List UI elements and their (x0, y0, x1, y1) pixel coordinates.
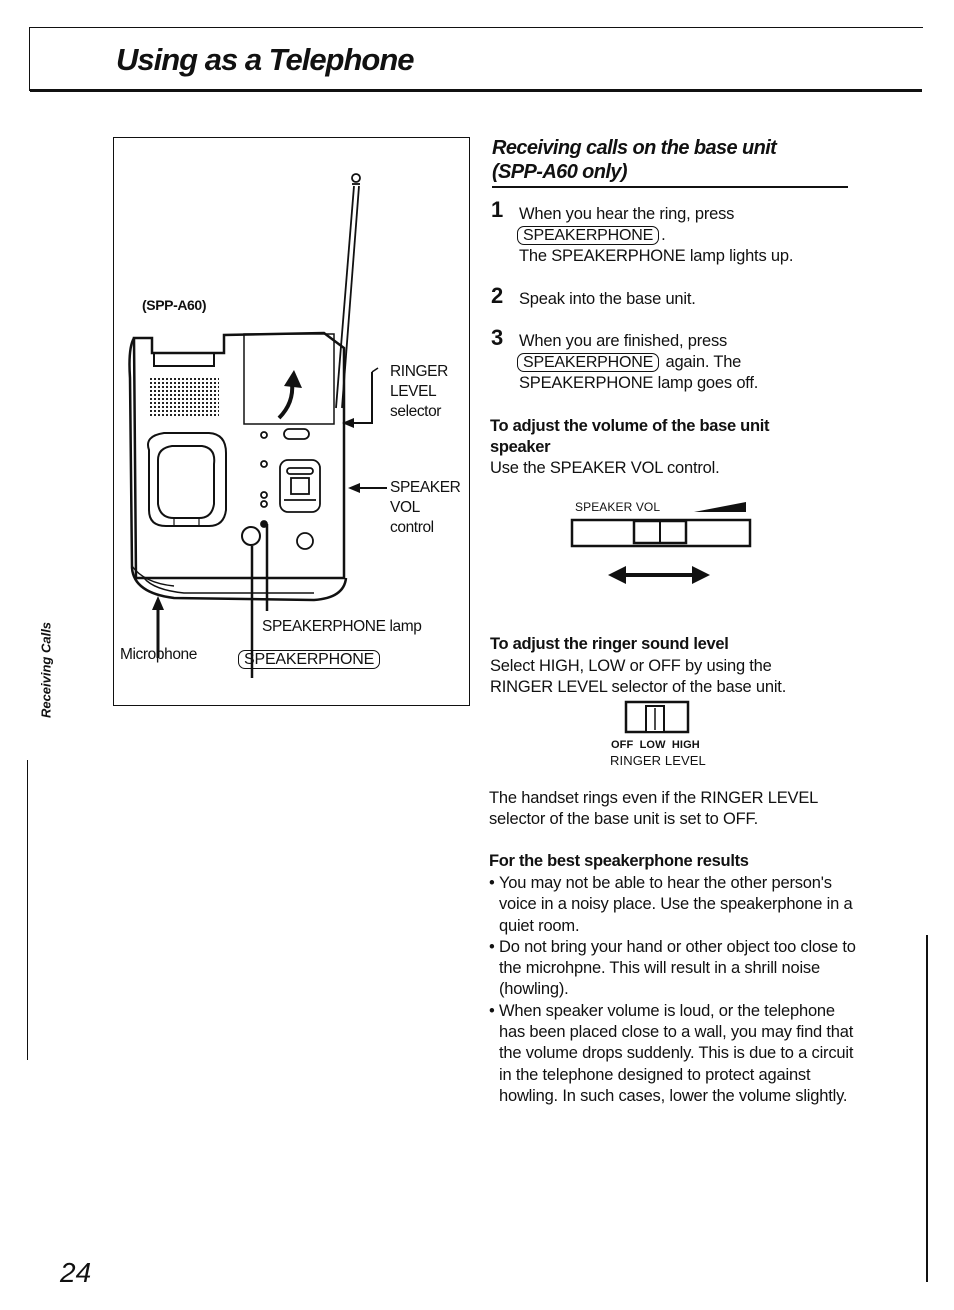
list-item: You may not be able to hear the other pe… (489, 873, 859, 937)
section-heading-underline (492, 186, 848, 188)
volume-text: Use the SPEAKER VOL control. (490, 459, 720, 477)
speaker-vol-control-label: SPEAKER VOL control (390, 479, 461, 536)
controls-drawing (241, 428, 321, 550)
speaker-vol-control-label: SPEAKER VOL (575, 500, 661, 514)
side-tab-label: Receiving Calls (38, 621, 54, 719)
microphone-label: Microphone (120, 646, 197, 663)
step-2-text: Speak into the base unit. (519, 290, 696, 308)
ringer-level-switch-icon[interactable] (624, 700, 694, 736)
step-number: 1 (491, 197, 504, 222)
speaker-vol-slider[interactable] (568, 498, 758, 588)
left-lower-rule (27, 760, 28, 1060)
curved-arrow-drawing (277, 370, 302, 420)
ringer-note: The handset rings even if the RINGER LEV… (489, 789, 819, 828)
top-rule (30, 27, 923, 28)
speaker-grille-drawing (149, 378, 219, 418)
step-3-text: When you are finished, press SPEAKERPHON… (517, 332, 759, 392)
page-number: 24 (60, 1257, 92, 1288)
ringer-level-caption: RINGER LEVEL (610, 753, 706, 768)
step-number: 2 (491, 283, 504, 308)
pointer-lines-drawing (152, 367, 387, 678)
volume-wedge-icon (694, 502, 746, 512)
speakerphone-key[interactable]: SPEAKERPHONE (517, 353, 660, 372)
ringer-heading: To adjust the ringer sound level (490, 635, 729, 653)
volume-heading: To adjust the volume of the base unit sp… (490, 417, 770, 456)
step-number: 3 (491, 325, 504, 350)
figure-box: (SPP-A60) RINGER LEVEL selector SPEAKER … (113, 137, 470, 706)
left-margin-rule (29, 27, 30, 91)
handset-cradle-drawing (147, 333, 335, 527)
section-heading: Receiving calls on the base unit (SPP-A6… (492, 137, 777, 183)
ringer-level-selector-label: RINGER LEVEL selector (390, 363, 448, 420)
step-1-text: When you hear the ring, press SPEAKERPHO… (517, 205, 794, 265)
base-body-drawing (128, 331, 348, 602)
antenna-drawing (335, 173, 361, 409)
speakerphone-key[interactable]: SPEAKERPHONE (517, 226, 660, 245)
model-label: (SPP-A60) (142, 297, 207, 313)
side-tab: Receiving Calls (34, 610, 58, 730)
double-arrow-icon (608, 566, 710, 584)
tips-list: You may not be able to hear the other pe… (489, 873, 859, 1107)
tips-heading: For the best speakerphone results (489, 852, 749, 870)
ringer-text: Select HIGH, LOW or OFF by using the RIN… (490, 657, 787, 696)
list-item: Do not bring your hand or other object t… (489, 937, 859, 1001)
right-edge-rule (926, 935, 928, 1282)
ringer-positions-label: OFF LOW HIGH (611, 739, 700, 751)
list-item: When speaker volume is loud, or the tele… (489, 1001, 859, 1107)
page-title: Using as a Telephone (116, 42, 415, 77)
title-underline (30, 89, 922, 92)
speakerphone-lamp-label: SPEAKERPHONE lamp (262, 618, 422, 635)
base-unit-illustration (128, 173, 387, 678)
speakerphone-button[interactable]: SPEAKERPHONE (238, 650, 381, 669)
